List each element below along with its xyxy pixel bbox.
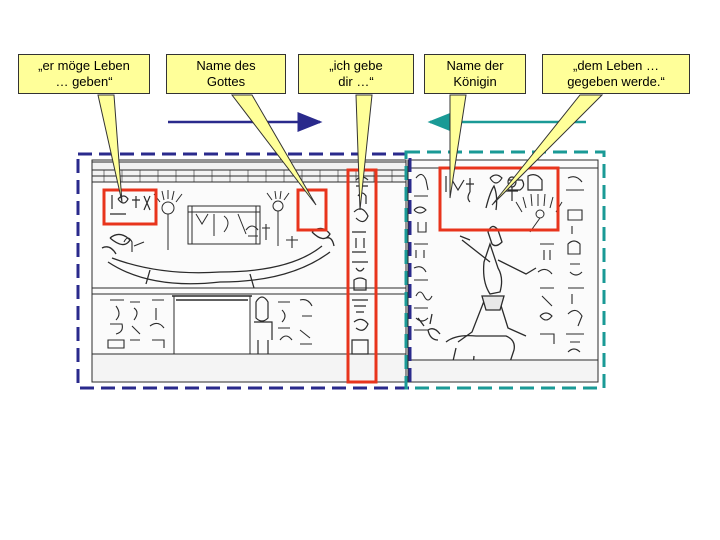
callout-pointer-2: [230, 94, 317, 206]
callout-text-line: dir …“: [338, 74, 374, 89]
highlight-box-god-name: [296, 188, 328, 232]
callout-given-life: „dem Leben … gegeben werde.“: [542, 54, 690, 94]
highlight-box-life-formula: [102, 188, 158, 226]
callout-pointer-1: [97, 94, 123, 203]
highlight-box-queen-name: [438, 166, 560, 232]
callout-text-line: „ich gebe: [329, 58, 383, 73]
callout-i-give-you: „ich gebe dir …“: [298, 54, 414, 94]
callout-god-name: Name des Gottes: [166, 54, 286, 94]
callout-text-line: gegeben werde.“: [567, 74, 665, 89]
callout-pointer-3: [355, 94, 373, 211]
callout-text-line: Name des: [196, 58, 256, 73]
shrine-icon: [187, 205, 261, 245]
relief-center-column: [351, 176, 369, 355]
right-scene-frame: [404, 150, 606, 390]
callout-text-line: Name der: [446, 58, 504, 73]
callout-text-line: „er möge Leben: [38, 58, 130, 73]
ankh-icon: [506, 176, 518, 201]
king-figure-icon: [457, 184, 537, 343]
callout-text-line: Königin: [453, 74, 497, 89]
callout-queen-name: Name der Königin: [424, 54, 526, 94]
callout-life-formula: „er möge Leben … geben“: [18, 54, 150, 94]
callout-text-line: … geben“: [55, 74, 113, 89]
callout-text-line: Gottes: [206, 74, 246, 89]
left-scene-frame: [76, 152, 412, 390]
callout-pointer-5: [491, 94, 604, 206]
callout-text-line: „dem Leben …: [573, 58, 659, 73]
relief-left-block: [91, 159, 407, 383]
callout-pointer-4: [449, 94, 467, 199]
